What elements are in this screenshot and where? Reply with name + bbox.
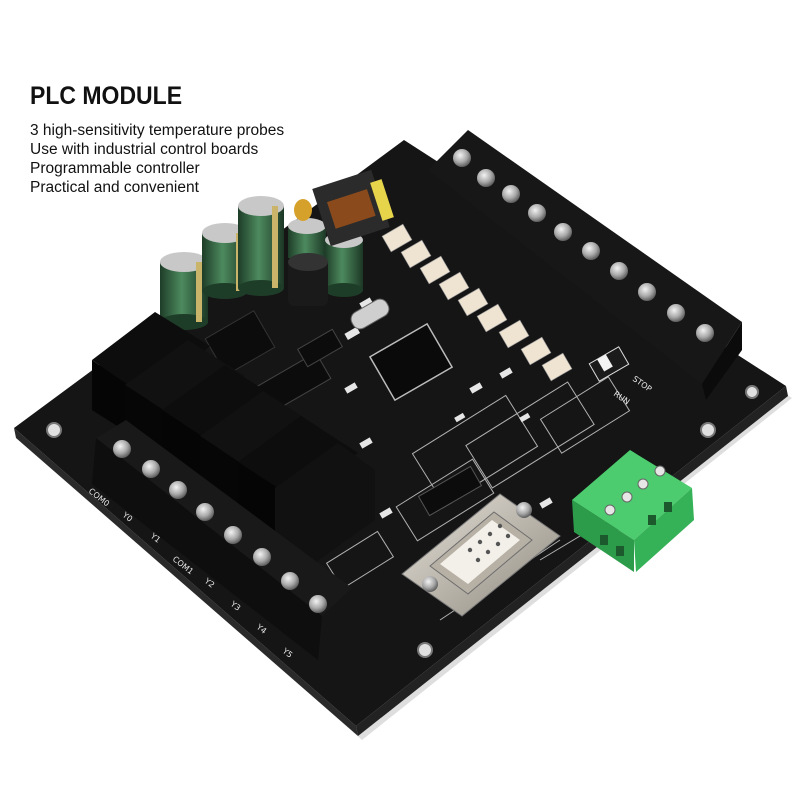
input-terminal-block xyxy=(428,130,742,400)
optocoupler-row xyxy=(381,223,573,382)
screw-icon xyxy=(113,440,131,458)
green-terminal-connector xyxy=(572,450,694,572)
screw-icon xyxy=(554,223,572,241)
screw-icon xyxy=(696,324,714,342)
mounting-hole xyxy=(700,422,716,438)
screw-icon xyxy=(253,548,271,566)
mounting-hole xyxy=(46,422,62,438)
feature-item: Use with industrial control boards xyxy=(30,141,259,158)
screw-icon xyxy=(224,526,242,544)
relay-bank xyxy=(92,312,375,565)
capacitor xyxy=(288,218,326,258)
terminal-screws xyxy=(453,149,714,342)
run-stop-switch[interactable] xyxy=(588,346,630,382)
screw-icon xyxy=(196,503,214,521)
feature-item: Practical and convenient xyxy=(30,179,199,196)
screw-icon xyxy=(610,262,628,280)
mounting-hole xyxy=(417,642,433,658)
screw-icon xyxy=(281,572,299,590)
transformer xyxy=(294,169,394,247)
ic-chip xyxy=(417,465,483,517)
screw-icon xyxy=(502,185,520,203)
microcontroller xyxy=(368,322,454,402)
relay xyxy=(238,416,358,499)
screw-icon xyxy=(453,149,471,167)
output-terminal-block xyxy=(92,420,352,660)
screw-icon xyxy=(667,304,685,322)
ic-chip xyxy=(296,328,344,368)
screw-icon xyxy=(309,595,327,613)
relay xyxy=(162,365,283,448)
feature-item: 3 high-sensitivity temperature probes xyxy=(30,122,285,139)
relay xyxy=(275,443,375,565)
screw-icon xyxy=(477,169,495,187)
product-title: PLC MODULE xyxy=(30,82,183,110)
relay xyxy=(92,312,210,398)
relay xyxy=(200,391,320,474)
terminal-screws xyxy=(113,440,327,613)
screw-icon xyxy=(169,481,187,499)
screw-icon xyxy=(528,204,546,222)
capacitor-group xyxy=(160,196,363,330)
capacitor xyxy=(238,196,284,296)
db9-serial-port xyxy=(401,493,561,617)
crystal xyxy=(350,298,390,330)
screw-icon xyxy=(638,283,656,301)
screw-icon xyxy=(142,460,160,478)
inductor xyxy=(288,253,328,306)
mounting-hole xyxy=(745,385,759,399)
capacitor xyxy=(160,252,208,330)
relay xyxy=(125,340,245,422)
pcb-edge xyxy=(356,386,788,736)
voltage-regulator xyxy=(204,310,276,376)
screw-icon xyxy=(582,242,600,260)
feature-list: 3 high-sensitivity temperature probes Us… xyxy=(30,121,284,197)
pcb-edge xyxy=(14,428,358,736)
feature-item: Programmable controller xyxy=(30,160,200,177)
